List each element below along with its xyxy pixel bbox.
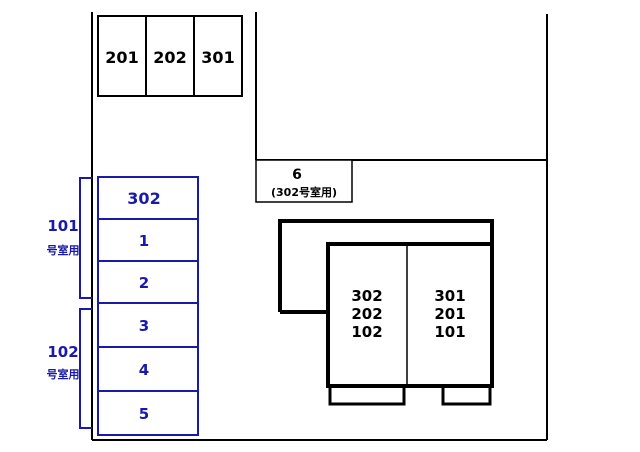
building-right-101: 101	[434, 323, 465, 341]
space6-number: 6	[292, 167, 302, 183]
building	[278, 219, 494, 406]
balcony-right	[441, 384, 492, 406]
bracket-102	[79, 308, 92, 429]
site-boundary	[91, 12, 548, 441]
building-body	[326, 242, 494, 388]
building-left-102: 102	[351, 323, 382, 341]
space6-note: (302号室用)	[271, 185, 337, 199]
building-right-201: 201	[434, 305, 465, 323]
group101-room: 101	[47, 217, 78, 235]
space-label-1: 1	[139, 232, 149, 250]
blue-parking-column	[97, 176, 199, 436]
parking-space-301	[193, 15, 243, 97]
parking-space-5	[97, 390, 199, 436]
space-label-2: 2	[139, 274, 149, 292]
bracket-101	[79, 177, 92, 299]
space-label-4: 4	[139, 361, 149, 379]
space-label-3: 3	[139, 317, 149, 335]
space-label-5: 5	[139, 405, 149, 423]
building-left-302: 302	[351, 287, 382, 305]
building-outline	[278, 219, 494, 312]
space-label-302: 302	[127, 189, 160, 208]
group102-suffix: 号室用	[47, 367, 80, 381]
building-right-301: 301	[434, 287, 465, 305]
building-left-202: 202	[351, 305, 382, 323]
space-label-201: 201	[105, 48, 138, 67]
group101-suffix: 号室用	[47, 243, 80, 257]
space-label-301: 301	[201, 48, 234, 67]
parking-space-6: 6 (302号室用)	[255, 159, 353, 203]
space-label-202: 202	[153, 48, 186, 67]
top-parking-row: 201 202 301	[97, 15, 243, 97]
balcony-left	[328, 384, 406, 406]
group102-room: 102	[47, 343, 78, 361]
